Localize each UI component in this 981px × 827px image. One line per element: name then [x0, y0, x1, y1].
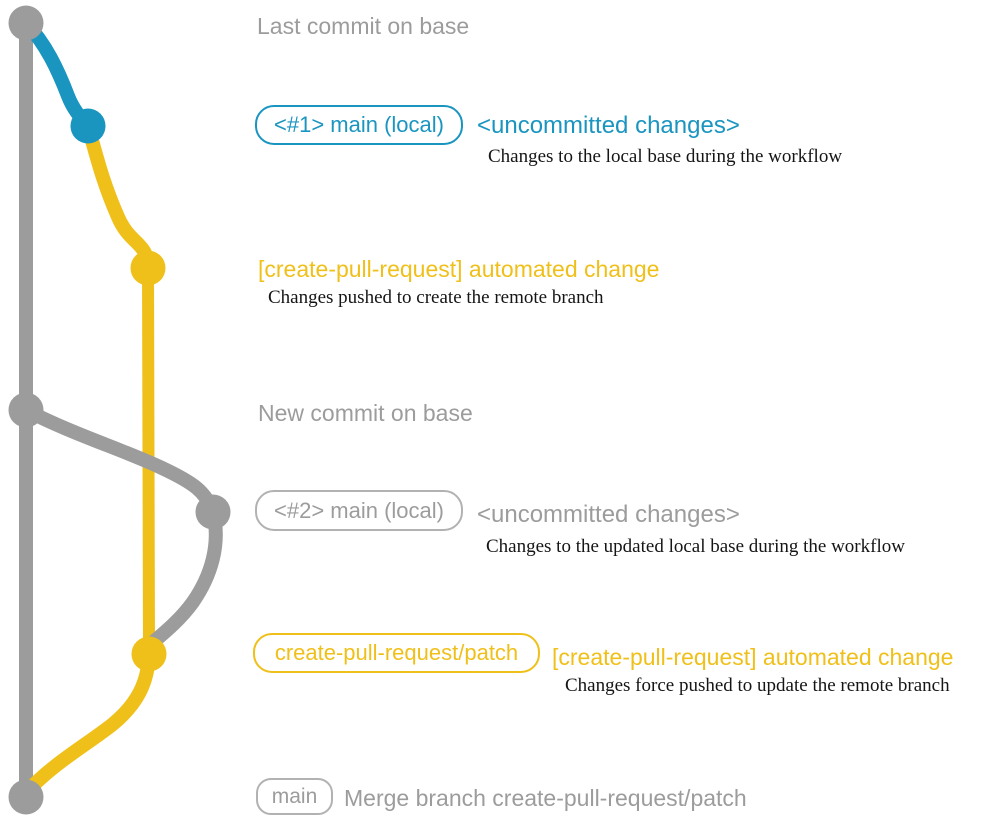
patch-branch-upper-edge [81, 119, 155, 275]
branch-label-main-local-2: <#2> main (local) [255, 490, 463, 531]
automated-change-1-title: [create-pull-request] automated change [258, 256, 660, 282]
uncommitted-changes-2-note: Changes to the updated local base during… [486, 536, 905, 557]
commit-dot-merge [8, 779, 44, 815]
commit-dot-uncommitted-1 [70, 108, 106, 144]
merge-message-label: Merge branch create-pull-request/patch [344, 785, 747, 811]
branch-label-main: main [256, 778, 333, 815]
uncommitted-changes-1-title: <uncommitted changes> [477, 112, 740, 139]
new-commit-label: New commit on base [258, 400, 473, 426]
automated-change-2-title: [create-pull-request] automated change [552, 644, 954, 670]
commit-dot-automated-1 [130, 250, 166, 286]
commit-dot-uncommitted-2 [195, 494, 231, 530]
commit-dot-last-base [8, 5, 44, 41]
local-main-2-edge-out [19, 403, 220, 519]
merge-edge [20, 647, 156, 799]
automated-change-2-note: Changes force pushed to update the remot… [565, 675, 950, 696]
commit-dot-new-base [8, 392, 44, 428]
local-main-1-edge [19, 16, 95, 133]
last-commit-label: Last commit on base [257, 13, 470, 39]
branch-label-patch: create-pull-request/patch [253, 633, 540, 673]
commit-dot-automated-2 [131, 636, 167, 672]
branch-label-main-local-1: <#1> main (local) [255, 105, 463, 145]
uncommitted-changes-2-title: <uncommitted changes> [477, 501, 740, 528]
automated-change-1-note: Changes pushed to create the remote bran… [268, 287, 604, 308]
local-main-2-edge-in [144, 505, 223, 651]
uncommitted-changes-1-note: Changes to the local base during the wor… [488, 146, 843, 167]
